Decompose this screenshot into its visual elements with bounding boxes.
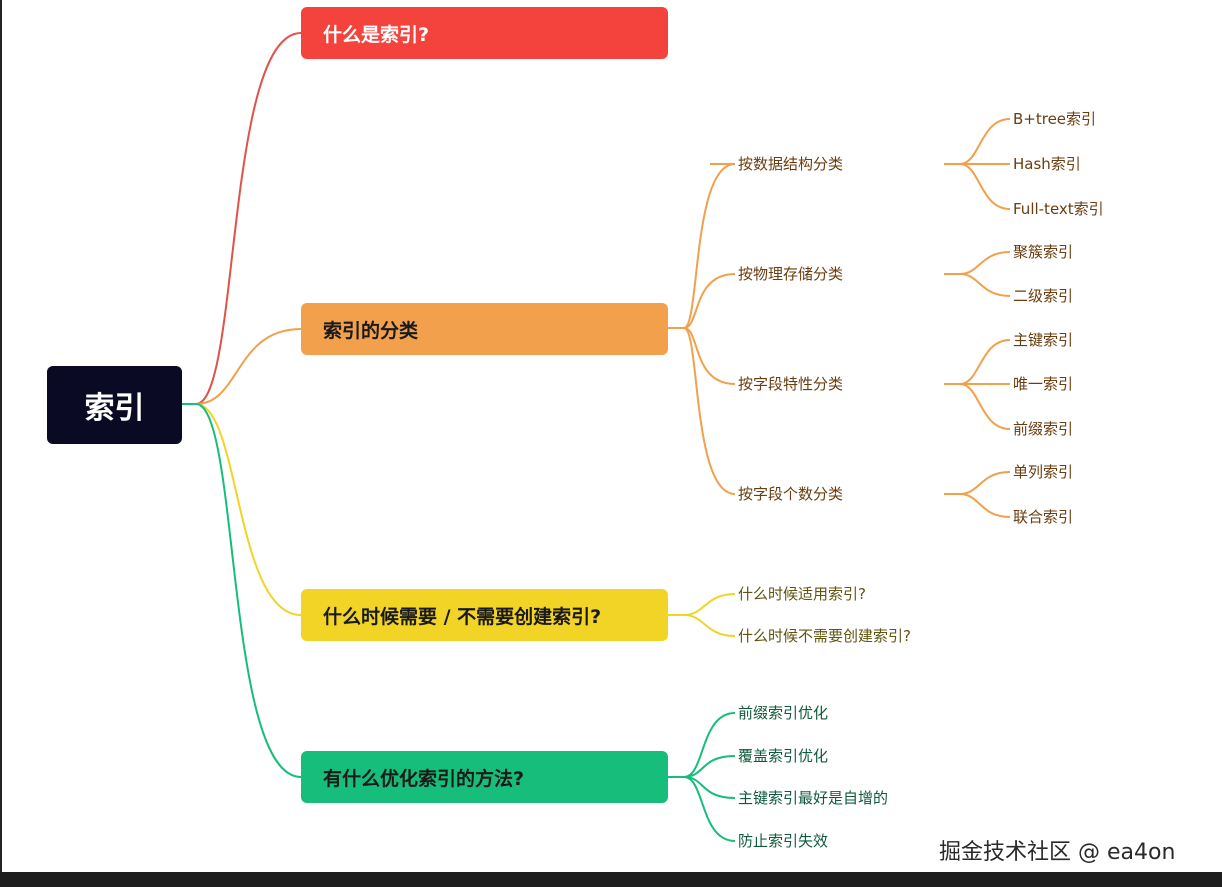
optimize-item[interactable]: 覆盖索引优化 xyxy=(738,747,829,765)
leaf-item[interactable]: Hash索引 xyxy=(1013,155,1081,173)
connector-root-branch4 xyxy=(195,403,302,778)
category-by-physical-storage[interactable]: 按物理存储分类 xyxy=(738,265,844,283)
category-by-data-structure[interactable]: 按数据结构分类 xyxy=(738,155,844,173)
leaf-item[interactable]: B+tree索引 xyxy=(1013,110,1097,128)
branch-when-to-create[interactable]: 什么时候需要 / 不需要创建索引? xyxy=(301,589,668,641)
branch-what-is-index[interactable]: 什么是索引? xyxy=(301,7,668,59)
leaf-item[interactable]: 二级索引 xyxy=(1013,287,1074,305)
branch-label: 什么时候需要 / 不需要创建索引? xyxy=(323,605,602,628)
leaf-item[interactable]: 前缀索引 xyxy=(1013,420,1074,438)
branch-label: 索引的分类 xyxy=(323,319,419,342)
window-left-border xyxy=(0,0,2,872)
optimize-item[interactable]: 前缀索引优化 xyxy=(738,704,829,722)
connectors-when xyxy=(668,593,736,637)
when-item[interactable]: 什么时候适用索引? xyxy=(738,585,866,603)
connector-root-branch2 xyxy=(195,328,302,405)
root-node[interactable]: 索引 xyxy=(47,366,182,444)
optimize-item[interactable]: 主键索引最好是自增的 xyxy=(738,789,889,807)
leaf-item[interactable]: 唯一索引 xyxy=(1013,375,1074,393)
connectors-classification xyxy=(668,118,1011,518)
when-item[interactable]: 什么时候不需要创建索引? xyxy=(738,627,911,645)
leaf-item[interactable]: 联合索引 xyxy=(1013,508,1074,526)
connector-root-branch1 xyxy=(195,32,302,405)
connectors-optimize xyxy=(668,712,736,842)
connector-root-branch3 xyxy=(195,403,302,616)
category-by-field-property[interactable]: 按字段特性分类 xyxy=(738,375,844,393)
root-label: 索引 xyxy=(84,391,145,426)
watermark: 掘金技术社区 @ ea4on xyxy=(939,840,1176,865)
leaf-item[interactable]: Full-text索引 xyxy=(1013,200,1104,218)
bottom-bar xyxy=(0,872,1222,887)
category-by-field-count[interactable]: 按字段个数分类 xyxy=(738,485,844,503)
branch-label: 什么是索引? xyxy=(323,23,430,46)
leaf-item[interactable]: 聚簇索引 xyxy=(1013,243,1074,261)
leaf-item[interactable]: 主键索引 xyxy=(1013,331,1074,349)
leaf-item[interactable]: 单列索引 xyxy=(1013,463,1074,481)
branch-optimize-methods[interactable]: 有什么优化索引的方法? xyxy=(301,751,668,803)
branch-label: 有什么优化索引的方法? xyxy=(323,767,525,790)
branch-index-classification[interactable]: 索引的分类 xyxy=(301,303,668,355)
optimize-item[interactable]: 防止索引失效 xyxy=(738,832,829,850)
